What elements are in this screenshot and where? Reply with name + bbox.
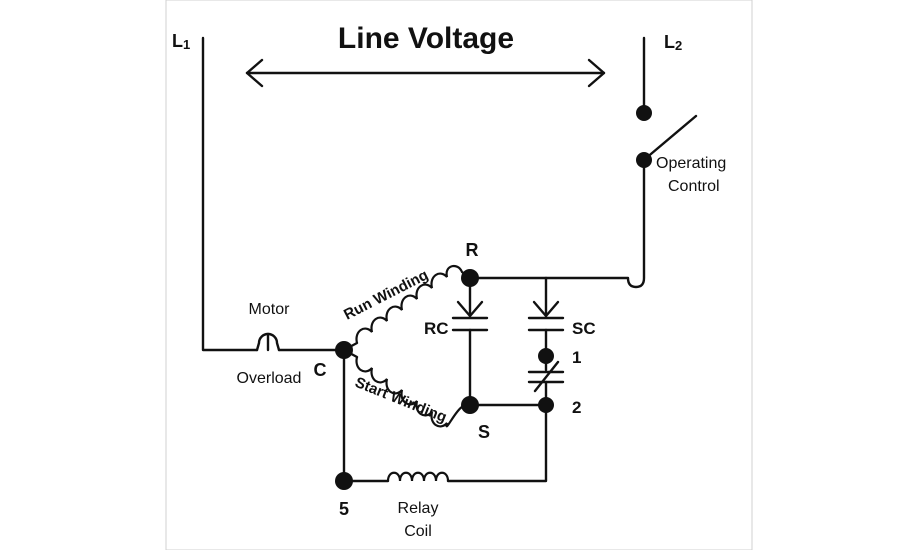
contact-1-label: 1 bbox=[572, 348, 581, 367]
start-capacitor bbox=[527, 276, 565, 358]
operating-label: Operating bbox=[656, 155, 726, 172]
node-5-label: 5 bbox=[339, 499, 349, 519]
c-to-5-wire bbox=[342, 348, 390, 483]
node-5 bbox=[335, 472, 353, 490]
node-1 bbox=[538, 348, 554, 364]
l2-switch-terminal bbox=[636, 105, 652, 121]
node-2 bbox=[538, 397, 554, 413]
coil-label: Coil bbox=[404, 523, 432, 540]
operating-control-terminal bbox=[636, 152, 652, 168]
relay-coil bbox=[386, 403, 548, 483]
run-capacitor bbox=[451, 276, 489, 407]
node-s bbox=[461, 396, 479, 414]
motor-label: Motor bbox=[249, 301, 291, 318]
node-r bbox=[461, 269, 479, 287]
control-to-r-wire bbox=[468, 158, 646, 289]
rc-label: RC bbox=[424, 319, 449, 338]
diagram-title: Line Voltage bbox=[338, 22, 514, 55]
node-c-label: C bbox=[314, 360, 327, 380]
motor-overload bbox=[255, 332, 345, 352]
control-label: Control bbox=[668, 178, 720, 195]
relay-label: Relay bbox=[398, 500, 439, 517]
diagram-frame bbox=[165, 0, 753, 550]
contact-2-label: 2 bbox=[572, 398, 581, 417]
node-c bbox=[335, 341, 353, 359]
l1-wire bbox=[201, 36, 259, 352]
operating-control-switch-blade bbox=[643, 114, 698, 161]
l1-label: L1 bbox=[172, 31, 190, 52]
l2-label: L2 bbox=[664, 32, 682, 53]
sc-label: SC bbox=[572, 319, 596, 338]
node-r-label: R bbox=[466, 240, 479, 260]
node-s-label: S bbox=[478, 422, 490, 442]
start-winding-label: Start Winding bbox=[353, 374, 450, 426]
line-voltage-arrow bbox=[245, 58, 606, 88]
overload-label: Overload bbox=[237, 370, 302, 387]
